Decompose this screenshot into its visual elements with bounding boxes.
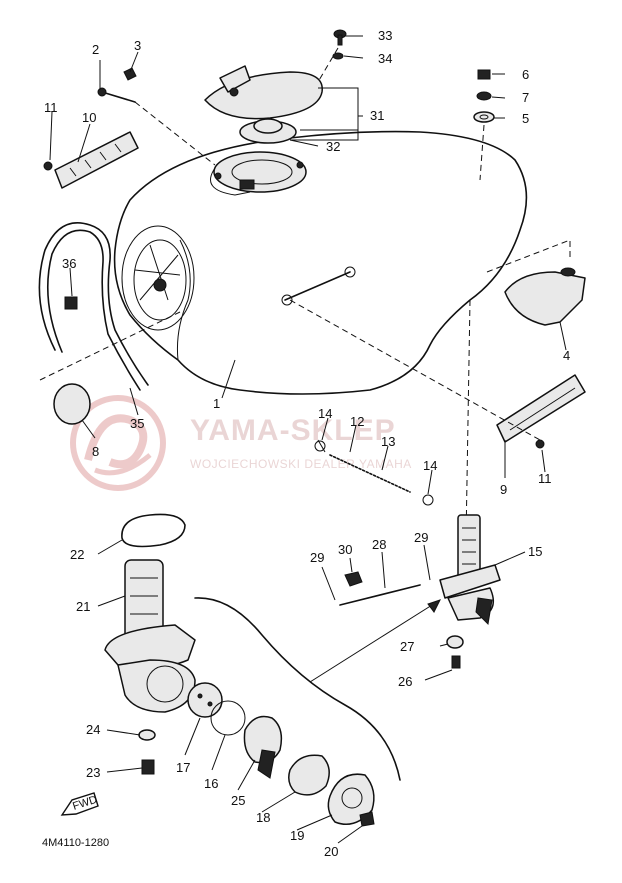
watermark-logo xyxy=(70,395,166,491)
callout-11-right: 11 xyxy=(538,471,552,486)
callout-14-left: 14 xyxy=(318,406,332,421)
callout-29-left: 29 xyxy=(310,550,324,565)
fuel-tank xyxy=(113,130,528,395)
fuel-cock-right xyxy=(439,514,501,669)
filler-cap xyxy=(204,65,323,120)
callout-26: 26 xyxy=(398,674,412,689)
filler-cap-gasket xyxy=(239,118,297,144)
forward-arrow: FWD xyxy=(60,792,99,816)
callout-18: 18 xyxy=(256,810,270,825)
callout-3: 3 xyxy=(134,38,141,53)
callout-23: 23 xyxy=(86,765,100,780)
hose-clip xyxy=(64,296,78,310)
callout-29-right: 29 xyxy=(414,530,428,545)
tank-emblem-right xyxy=(496,374,586,449)
fuel-cock-internals xyxy=(187,682,375,827)
callout-13: 13 xyxy=(381,434,395,449)
fuel-cock-left xyxy=(104,559,196,775)
callout-1: 1 xyxy=(213,396,220,411)
callout-7: 7 xyxy=(522,90,529,105)
callout-25: 25 xyxy=(231,793,245,808)
callout-32: 32 xyxy=(326,139,340,154)
callout-10: 10 xyxy=(82,110,96,125)
callout-9: 9 xyxy=(500,482,507,497)
callout-33: 33 xyxy=(378,28,392,43)
tank-emblem-left xyxy=(43,131,139,189)
watermark-subtitle: WOJCIECHOWSKI DEALER YAMAHA xyxy=(190,457,412,471)
callout-8: 8 xyxy=(92,444,99,459)
callout-31: 31 xyxy=(370,108,384,123)
callout-labels: 1 2 3 4 5 6 7 8 9 10 11 11 12 13 14 14 1… xyxy=(44,28,570,859)
callout-36: 36 xyxy=(62,256,76,271)
breather-hose xyxy=(38,222,149,391)
rear-mount-damper xyxy=(504,267,586,326)
fuel-filter-gasket xyxy=(121,513,186,548)
fuel-pipe-small xyxy=(339,571,421,606)
front-mount-bolt xyxy=(97,67,137,103)
watermark-title: YAMA-SKLEP xyxy=(190,414,396,447)
callout-11-left: 11 xyxy=(44,100,58,115)
cap-screw xyxy=(332,29,347,60)
callout-5: 5 xyxy=(522,111,529,126)
callout-30: 30 xyxy=(338,542,352,557)
callout-12: 12 xyxy=(350,414,364,429)
callout-27: 27 xyxy=(400,639,414,654)
callout-24: 24 xyxy=(86,722,100,737)
callout-34: 34 xyxy=(378,51,392,66)
tank-cap-plug xyxy=(53,383,91,425)
callout-20: 20 xyxy=(324,844,338,859)
watermark: YAMA-SKLEP WOJCIECHOWSKI DEALER YAMAHA xyxy=(70,395,412,491)
drawing-code: 4M4110-1280 xyxy=(42,837,109,849)
callout-19: 19 xyxy=(290,828,304,843)
callout-22: 22 xyxy=(70,547,84,562)
callout-16: 16 xyxy=(204,776,218,791)
callout-4: 4 xyxy=(563,348,570,363)
callout-21: 21 xyxy=(76,599,90,614)
callout-6: 6 xyxy=(522,67,529,82)
callout-28: 28 xyxy=(372,537,386,552)
callout-2: 2 xyxy=(92,42,99,57)
callout-15: 15 xyxy=(528,544,542,559)
callout-17: 17 xyxy=(176,760,190,775)
callout-14-right: 14 xyxy=(423,458,437,473)
callout-35: 35 xyxy=(130,416,144,431)
rear-bolt-set xyxy=(473,69,495,123)
fuel-hose-crossover xyxy=(314,439,434,506)
leader-lines xyxy=(49,35,567,844)
